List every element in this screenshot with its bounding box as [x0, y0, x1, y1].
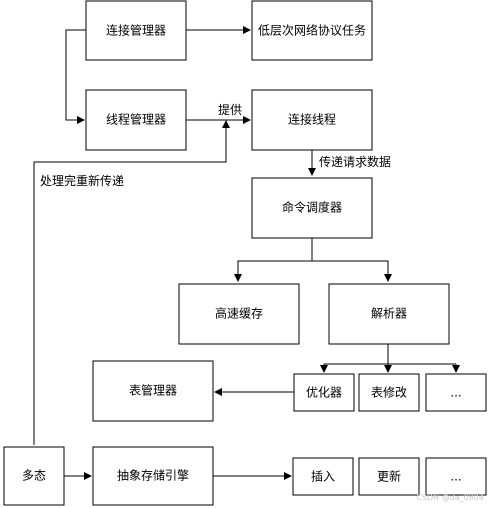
node-storage-engine: 抽象存储引擎 [117, 468, 189, 483]
node-insert: 插入 [311, 470, 335, 484]
node-table-manager-box [92, 360, 214, 422]
node-table-modify: 表修改 [371, 385, 407, 400]
connectors [33, 26, 460, 480]
node-low-level-network-box [251, 0, 373, 61]
nodes [3, 0, 487, 506]
node-command-dispatcher-box [251, 177, 373, 239]
edge-dispatcher-to-parser [312, 260, 392, 282]
node-optimizer-box [293, 373, 355, 412]
node-polymorphism: 多态 [22, 469, 46, 483]
node-update: 更新 [377, 469, 401, 484]
edge-feedback-loop [33, 120, 230, 445]
edge-conn-to-thread-manager [65, 29, 86, 124]
node-connection-manager: 连接管理器 [106, 23, 166, 38]
node-engine-more: ... [450, 470, 461, 484]
node-parser-more-box [425, 373, 487, 412]
node-labels: 连接管理器 低层次网络协议任务 线程管理器 连接线程 命令调度器 高速缓存 解析… [22, 23, 462, 484]
node-parser: 解析器 [371, 307, 407, 321]
node-table-manager: 表管理器 [129, 383, 177, 398]
node-parser-more: ... [450, 386, 461, 400]
edge-label-provide: 提供 [218, 102, 242, 117]
node-connection-thread-box [251, 89, 373, 151]
edge-dispatcher-to-cache [234, 238, 313, 282]
node-optimizer: 优化器 [306, 386, 342, 400]
node-update-box [358, 457, 420, 496]
edge-label-after-processing: 处理完重新传递 [40, 173, 124, 188]
node-connection-manager-box [85, 0, 187, 61]
node-polymorphism-box [3, 446, 65, 506]
node-engine-more-box [425, 457, 487, 496]
node-low-level-network: 低层次网络协议任务 [258, 23, 366, 38]
node-storage-engine-box [92, 446, 214, 506]
edge-label-pass-request: 传递请求数据 [319, 154, 391, 169]
node-cache-box [178, 283, 300, 345]
watermark: CSDN @da_0804 [416, 493, 484, 502]
node-cache: 高速缓存 [215, 306, 263, 321]
node-thread-manager-box [85, 89, 187, 151]
node-insert-box [292, 457, 354, 496]
node-command-dispatcher: 命令调度器 [282, 200, 342, 215]
node-thread-manager: 线程管理器 [106, 112, 166, 127]
node-table-modify-box [358, 373, 420, 412]
node-parser-box [328, 283, 450, 345]
edge-labels: 提供 传递请求数据 处理完重新传递 [38, 102, 391, 188]
node-connection-thread: 连接线程 [288, 112, 336, 127]
